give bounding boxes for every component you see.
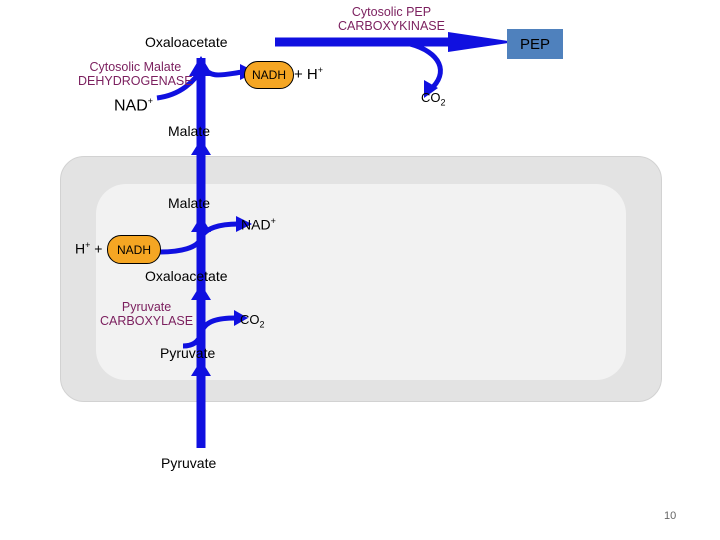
slide-number: 10 (664, 510, 677, 522)
malate-cytosol: Malate (168, 123, 211, 139)
nad-plus-cytosol: NAD+ (114, 96, 154, 115)
pyruvate-bottom: Pyruvate (161, 455, 217, 471)
pep-box: PEP (507, 29, 563, 59)
oxaloacetate-cytosol: Oxaloacetate (145, 34, 228, 50)
arrowhead-malate-mito (191, 216, 211, 232)
cytosolic-malate-dehydrogenase: Cytosolic Malate DEHYDROGENASE (78, 60, 193, 89)
co2-curve-mito-head (234, 310, 248, 326)
pyruvate-mito: Pyruvate (160, 345, 216, 361)
nadh-pill-cytosol: NADH (244, 61, 294, 89)
co2-curve-mito (198, 315, 237, 335)
co2-curve-cytosol-head (424, 80, 438, 98)
arrowhead-pyruvate-mito (191, 360, 211, 376)
pep-arrowhead (448, 32, 515, 52)
nad-curve-mito-top (198, 221, 239, 240)
h-plus-mito: H+ + (75, 240, 103, 257)
h-plus-cytosol: + H+ (294, 65, 324, 83)
co2-curve-cytosol (409, 41, 443, 92)
arrowhead-malate-cytosol (191, 139, 211, 155)
nad-curve-mito-head (236, 216, 252, 232)
malate-mito: Malate (168, 195, 211, 211)
arrowhead-oxaloacetate-mito (191, 284, 211, 300)
co2-mito: CO2 (240, 312, 265, 330)
oxaloacetate-mito: Oxaloacetate (145, 268, 228, 284)
nadh-curve-cytosol (156, 60, 244, 101)
nad-curve-mito (159, 236, 204, 255)
nadh-pill-mito: NADH (107, 235, 161, 264)
cytosolic-pep-carboxykinase: Cytosolic PEP CARBOXYKINASE (338, 5, 445, 34)
co2-curve-mito-bottom (182, 333, 204, 349)
pyruvate-carboxylase: Pyruvate CARBOXYLASE (100, 300, 194, 329)
nad-plus-mito: NAD+ (241, 216, 276, 233)
co2-cytosol: CO2 (421, 90, 446, 108)
